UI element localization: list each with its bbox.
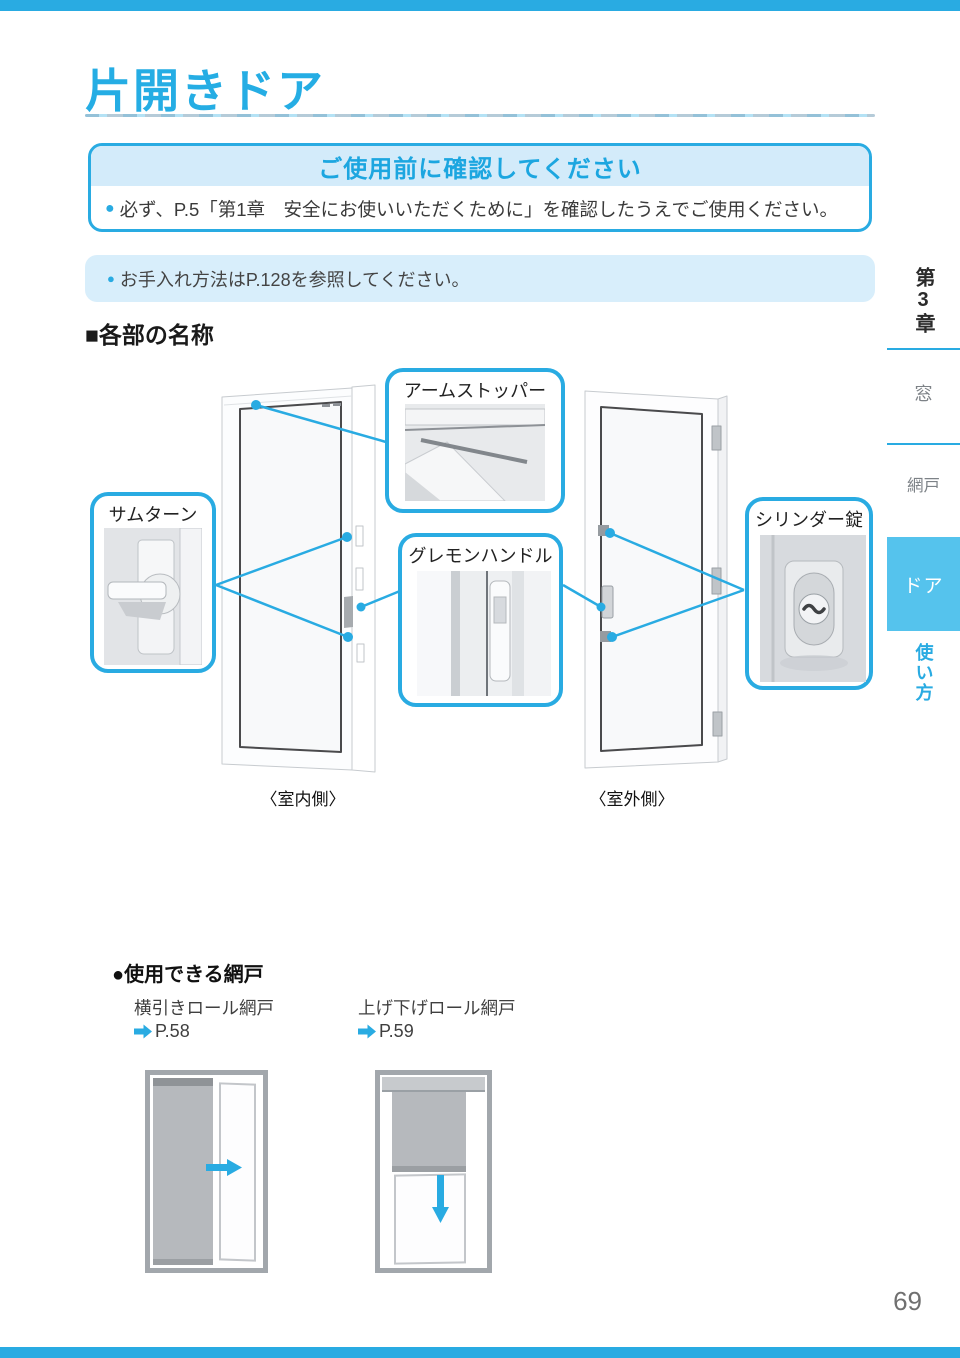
sidebar-item-usage[interactable]: 使い方 bbox=[887, 638, 960, 708]
parts-section-heading: ■各部の名称 bbox=[85, 322, 214, 348]
parts-diagram: アームストッパー サムターン bbox=[0, 360, 880, 810]
sidebar-item-amido[interactable]: 網戸 bbox=[907, 477, 940, 495]
callout-cylinder-lock: シリンダー錠 bbox=[745, 497, 873, 690]
maintenance-note-text: お手入れ方法はP.128を参照してください。 bbox=[119, 269, 470, 290]
screen-mesh bbox=[153, 1078, 213, 1265]
screen-item-name: 横引きロール網戸 bbox=[134, 998, 274, 1018]
open-door-leaf bbox=[394, 1173, 466, 1265]
sidebar-chapter: 第3章 bbox=[887, 262, 960, 340]
top-rule bbox=[0, 0, 960, 11]
confirm-box-text: 必ず、P.5「第1章 安全にお使いいただくために」を確認したうえでご使用ください… bbox=[119, 199, 838, 220]
callout-dots bbox=[251, 400, 617, 642]
confirm-before-use-box: ご使用前に確認してください ● 必ず、P.5「第1章 安全にお使いいただくために… bbox=[88, 143, 872, 232]
sidebar-divider bbox=[887, 348, 960, 350]
cylinder-lock-photo bbox=[760, 535, 866, 682]
screen-item-name: 上げ下げロール網戸 bbox=[358, 998, 516, 1018]
page-title: 片開きドア bbox=[85, 65, 325, 117]
doors-illustration bbox=[215, 384, 745, 773]
usage-label: 使い方 bbox=[913, 643, 934, 703]
page-ref-text: P.59 bbox=[379, 1021, 414, 1041]
cremone-handle-photo bbox=[417, 571, 551, 696]
right-arrow-icon bbox=[134, 1024, 152, 1039]
thumb-turn-photo bbox=[104, 528, 202, 665]
bullet-icon: ● bbox=[107, 271, 115, 286]
callout-lines bbox=[215, 403, 745, 639]
indoor-side-label: 〈室内側〉 bbox=[260, 790, 346, 809]
page-ref-text: P.58 bbox=[155, 1021, 190, 1041]
screen-item-page-ref[interactable]: P.58 bbox=[134, 1021, 190, 1042]
arm-stopper-photo bbox=[405, 404, 545, 501]
drop-direction-arrow-icon bbox=[432, 1175, 449, 1223]
sidebar-item-door-active[interactable]: ドア bbox=[887, 537, 960, 631]
callout-label: サムターン bbox=[108, 505, 198, 525]
screen-item-page-ref[interactable]: P.59 bbox=[358, 1021, 414, 1042]
sidebar-divider bbox=[887, 443, 960, 445]
screen-mesh bbox=[392, 1092, 466, 1172]
callout-cremone-handle: グレモンハンドル bbox=[398, 533, 563, 707]
callout-arm-stopper: アームストッパー bbox=[385, 368, 565, 513]
sidebar-item-mado[interactable]: 窓 bbox=[914, 384, 933, 404]
maintenance-note: ● お手入れ方法はP.128を参照してください。 bbox=[85, 255, 875, 302]
confirm-box-title: ご使用前に確認してください bbox=[91, 146, 869, 186]
roll-housing bbox=[382, 1077, 485, 1092]
sliding-roll-screen-image bbox=[145, 1070, 268, 1273]
vertical-roll-screen-image bbox=[375, 1070, 492, 1273]
chapter-label: 第3章 bbox=[912, 267, 934, 335]
outdoor-side-label: 〈室外側〉 bbox=[589, 790, 675, 809]
title-underline bbox=[85, 114, 875, 117]
right-arrow-icon bbox=[358, 1024, 376, 1039]
indoor-door bbox=[221, 384, 376, 773]
screens-section-heading: ●使用できる網戸 bbox=[112, 964, 264, 986]
callout-label: シリンダー錠 bbox=[755, 510, 863, 530]
bullet-icon: ● bbox=[105, 200, 115, 217]
callout-thumb-turn: サムターン bbox=[90, 492, 216, 673]
page-number: 69 bbox=[893, 1286, 922, 1316]
callout-label: グレモンハンドル bbox=[408, 546, 553, 566]
callout-label: アームストッパー bbox=[403, 381, 547, 401]
slide-direction-arrow-icon bbox=[206, 1159, 242, 1176]
bottom-rule bbox=[0, 1347, 960, 1358]
outdoor-door bbox=[584, 390, 728, 769]
